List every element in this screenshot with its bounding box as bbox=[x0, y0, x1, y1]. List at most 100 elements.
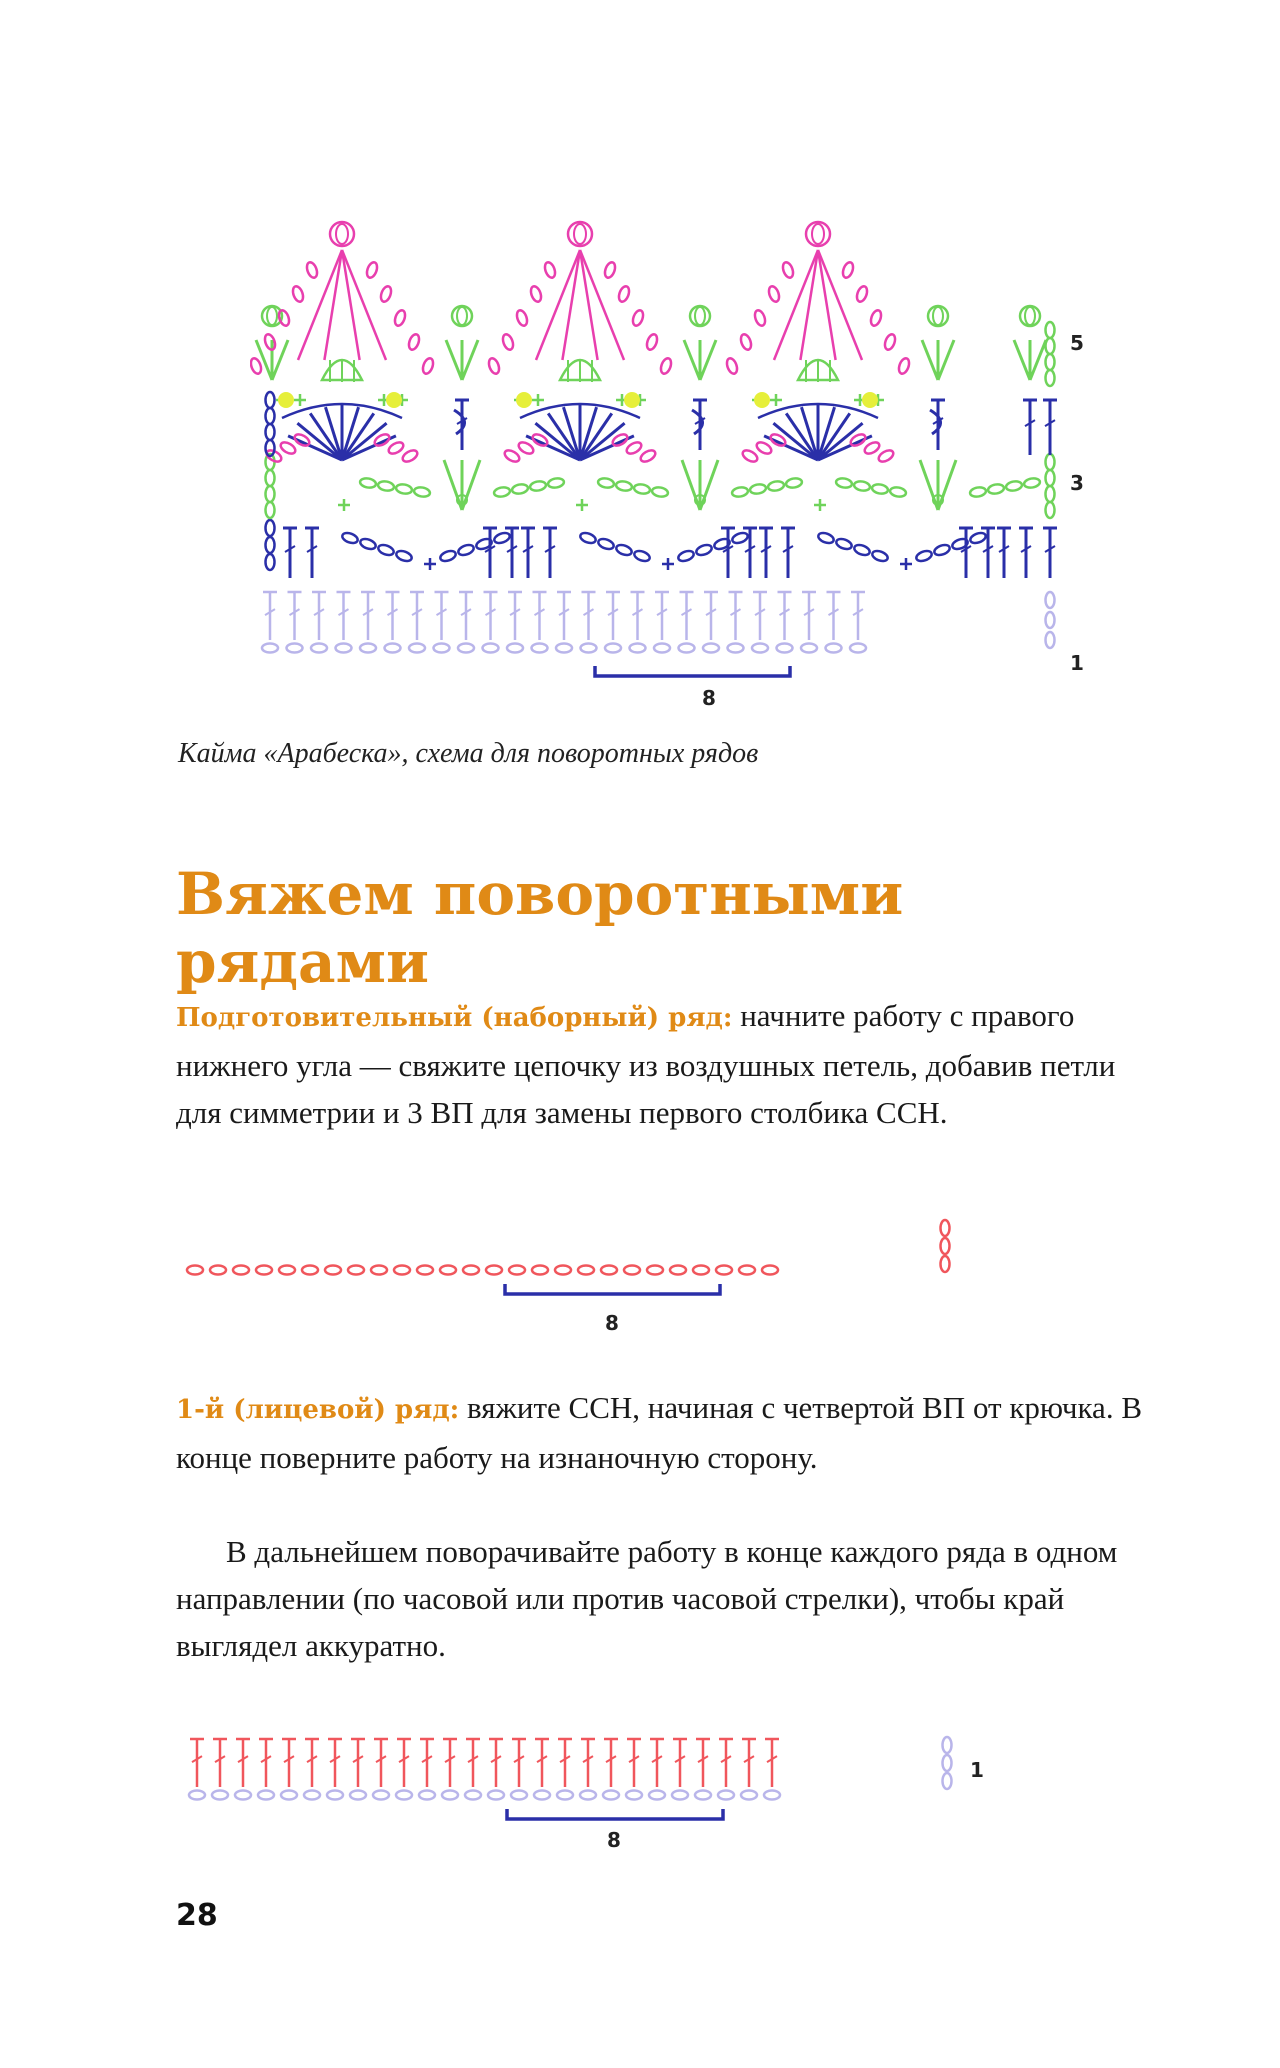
chain-stitch bbox=[767, 285, 781, 303]
chain-stitch bbox=[264, 422, 276, 442]
double-crochet-stitch bbox=[728, 590, 743, 640]
point-stitch bbox=[578, 249, 599, 361]
chain-stitch bbox=[210, 1789, 230, 1801]
chain-stitch bbox=[543, 261, 557, 279]
stitch-wrap bbox=[398, 1755, 410, 1764]
chain-stitch bbox=[264, 500, 276, 520]
fan-stitch bbox=[546, 412, 582, 461]
stitch-wrap bbox=[720, 1755, 732, 1764]
double-crochet-stitch bbox=[455, 398, 469, 450]
chain-stitch bbox=[716, 1789, 736, 1801]
chain-stitch bbox=[554, 642, 574, 654]
fan-stitch bbox=[287, 434, 343, 462]
double-crochet-stitch bbox=[627, 1737, 641, 1787]
chain-stitch bbox=[739, 333, 753, 351]
chain-stitch bbox=[841, 261, 855, 279]
fan-stitch bbox=[579, 422, 626, 462]
chain-stitch bbox=[264, 484, 276, 504]
fan-stitch bbox=[340, 406, 360, 461]
double-crochet-stitch bbox=[753, 590, 767, 640]
fan-stitch bbox=[698, 459, 720, 511]
chain-stitch bbox=[614, 480, 634, 492]
chain-stitch bbox=[622, 1264, 642, 1276]
stitch-wrap bbox=[484, 545, 496, 553]
chain-stitch bbox=[530, 1264, 550, 1276]
stitch-wrap bbox=[214, 1755, 226, 1764]
chain-stitch bbox=[611, 433, 629, 447]
row-label-1: 1 bbox=[1070, 651, 1084, 675]
chain-stitch bbox=[731, 531, 749, 545]
chain-stitch bbox=[528, 480, 548, 492]
picot bbox=[566, 220, 594, 248]
paragraph-lead: 1-й (лицевой) ряд: bbox=[176, 1395, 460, 1425]
chain-stitch bbox=[341, 531, 359, 545]
double-crochet-stitch bbox=[1043, 526, 1057, 578]
double-crochet-stitch bbox=[483, 590, 498, 640]
fan-base bbox=[932, 494, 944, 506]
chain-stitch bbox=[725, 357, 739, 375]
chain-stitch bbox=[456, 642, 476, 654]
fan-stitch bbox=[817, 422, 864, 462]
double-crochet-stitch bbox=[434, 590, 449, 640]
chain-stitch bbox=[487, 357, 501, 375]
chain-stitch bbox=[939, 1236, 951, 1256]
chain-stitch bbox=[264, 468, 276, 488]
double-crochet-stitch bbox=[410, 590, 424, 640]
picot-inner bbox=[456, 306, 468, 326]
stitch-wrap bbox=[490, 1755, 502, 1764]
chain-stitch bbox=[1044, 320, 1056, 340]
chain-stitch bbox=[371, 1789, 391, 1801]
stitch-wrap bbox=[456, 417, 468, 425]
double-crochet-stitch bbox=[543, 526, 557, 578]
chain-stitch bbox=[438, 1264, 458, 1276]
single-crochet-stitch bbox=[576, 499, 588, 511]
chain-stitch bbox=[650, 486, 670, 498]
double-crochet-stitch bbox=[190, 1737, 204, 1787]
chain-stitch bbox=[309, 642, 329, 654]
chain-stitch bbox=[941, 1771, 953, 1791]
stitch-wrap bbox=[337, 608, 350, 617]
chain-stitch bbox=[233, 1789, 253, 1801]
chain-stitch bbox=[817, 531, 835, 545]
chain-stitch bbox=[939, 1254, 951, 1274]
double-crochet-stitch bbox=[532, 590, 547, 640]
point-stitch bbox=[578, 249, 626, 361]
chain-stitch bbox=[421, 357, 435, 375]
double-crochet-stitch bbox=[263, 590, 277, 640]
double-crochet-stitch bbox=[351, 1737, 365, 1787]
chain-stitch bbox=[748, 483, 768, 495]
chain-stitch bbox=[264, 390, 276, 410]
double-crochet-stitch bbox=[508, 590, 522, 640]
stitch-wrap bbox=[306, 1755, 318, 1764]
picot-inner bbox=[335, 223, 349, 245]
chain-stitch bbox=[323, 1264, 343, 1276]
stitch-wrap bbox=[329, 1755, 341, 1764]
stitch-wrap bbox=[283, 1755, 295, 1764]
double-crochet-stitch bbox=[704, 590, 718, 640]
chain-stitch bbox=[799, 642, 819, 654]
double-crochet-stitch bbox=[397, 1737, 411, 1787]
chain-stitch bbox=[670, 1789, 690, 1801]
chain-stitch bbox=[475, 537, 493, 551]
picot bbox=[328, 220, 356, 248]
stitch-wrap bbox=[607, 608, 619, 617]
double-crochet-stitch bbox=[673, 1737, 687, 1787]
chain-stitch bbox=[632, 483, 652, 495]
fan-stitch bbox=[936, 459, 958, 511]
fan-stitch bbox=[763, 434, 819, 462]
paragraph-turning: В дальнейшем поворачивайте работу в конц… bbox=[176, 1534, 1118, 1663]
chain-stitch bbox=[775, 642, 794, 654]
chain-stitch bbox=[348, 1789, 368, 1801]
chain-stitch bbox=[264, 406, 276, 426]
fan-stitch bbox=[579, 434, 635, 462]
double-crochet-stitch bbox=[557, 590, 571, 640]
picot bbox=[688, 304, 712, 328]
chain-stitch bbox=[501, 333, 515, 351]
chain-stitch bbox=[1044, 630, 1056, 650]
fan-base bbox=[456, 494, 468, 506]
chain-stitch bbox=[486, 1789, 506, 1801]
double-crochet-stitch bbox=[959, 526, 973, 578]
stitch-wrap bbox=[386, 608, 399, 617]
chain-stitch bbox=[760, 1264, 780, 1276]
chain-stitch bbox=[1044, 352, 1056, 372]
